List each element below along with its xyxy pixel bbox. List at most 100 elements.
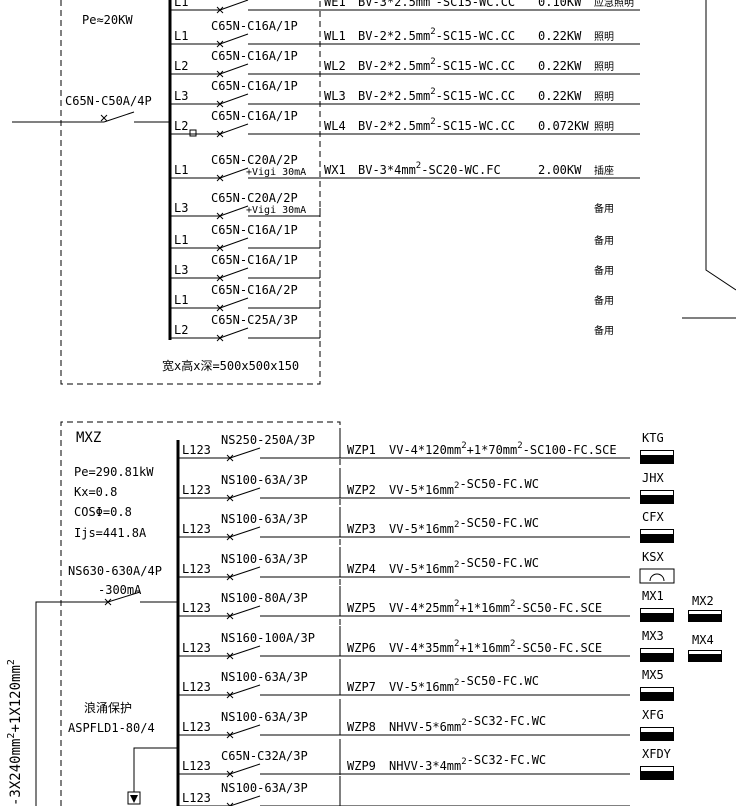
upper-panel-frame (60, 0, 321, 385)
destination-label: CFX (642, 510, 664, 524)
breaker-label: C65N-C32A/3P (221, 749, 308, 763)
breaker-contact (219, 297, 249, 309)
circuit-id: WZP8 (347, 720, 376, 734)
phase-label: L123 (182, 443, 211, 457)
cable-spec: VV-5*16mm2-SC50-FC.WC (389, 556, 539, 576)
phase-label: L123 (182, 720, 211, 734)
circuit-id: WZP2 (347, 483, 376, 497)
breaker-label: NS100-63A/3P (221, 552, 308, 566)
phase-label: L123 (182, 759, 211, 773)
breaker-label: C65N-C16A/1P (211, 49, 298, 63)
cable-spec: BV-2*2.5mm2-SC15-WC.CC (358, 27, 515, 43)
power-value: 0.10KW (538, 0, 582, 9)
vigi-label: +Vigi 30mA (246, 167, 306, 178)
cable-spec: BV-2*2.5mm2-SC15-WC.CC (358, 57, 515, 73)
breaker-label: NS100-63A/3P (221, 473, 308, 487)
cable-spec: BV-2*2.5mm2-SC15-WC.CC (358, 87, 515, 103)
breaker-contact (229, 795, 261, 806)
surge-protector-icon (127, 791, 141, 805)
breaker-contact (219, 167, 249, 179)
destination-label: KTG (642, 431, 664, 445)
extra-box-label: MX4 (692, 633, 714, 647)
breaker-contact (219, 327, 249, 339)
breaker-contact (219, 205, 249, 217)
breaker-contact (229, 724, 261, 736)
breaker-contact (219, 267, 249, 279)
breaker-contact (229, 645, 261, 657)
cable-spec: BV-3*4mm2-SC20-WC.FC (358, 161, 501, 177)
lower-panel-params: Pe=290.81kW Kx=0.8 COSΦ=0.8 Ijs=441.8A (74, 465, 154, 540)
breaker-contact (229, 447, 261, 459)
destination-label: XFDY (642, 747, 672, 761)
phase-label: L1 (174, 293, 188, 307)
circuit-id: WZP9 (347, 759, 376, 773)
phase-label: L1 (174, 163, 188, 177)
protection-label: 浪涌保护 (84, 700, 132, 715)
cable-spec: VV-5*16mm2-SC50-FC.WC (389, 674, 539, 694)
lower-main-breaker-rcd: -300mA (98, 583, 142, 597)
cable-spec: VV-4*25mm2+1*16mm2-SC50-FC.SCE (389, 599, 602, 615)
breaker-label: C65N-C16A/1P (211, 79, 298, 93)
breaker-label: NS100-63A/3P (221, 781, 308, 795)
phase-label: L1 (174, 29, 188, 43)
circuit-id: WZP5 (347, 601, 376, 615)
destination-label: MX1 (642, 589, 664, 603)
power-value: 0.22KW (538, 59, 582, 73)
phase-label: L2 (174, 323, 188, 337)
breaker-contact (229, 487, 261, 499)
breaker-contact (219, 93, 249, 105)
breaker-label: C65N-C16A/1P (211, 223, 298, 237)
breaker-label: C65N-C16A/2P (211, 283, 298, 297)
breaker-contact (219, 237, 249, 249)
param-kx: Kx=0.8 (74, 485, 117, 499)
usage-label: 备用 (594, 324, 614, 337)
power-value: 0.22KW (538, 29, 582, 43)
breaker-contact (219, 63, 249, 75)
cable-spec: VV-5*16mm2-SC50-FC.WC (389, 477, 539, 497)
breaker-label: C65N-C16A/1P (211, 109, 298, 123)
circuit-id: WX1 (324, 163, 346, 177)
destination-label: MX5 (642, 668, 664, 682)
terminal-icon (189, 129, 197, 137)
extra-box-label: MX2 (692, 594, 714, 608)
breaker-label: C65N-C16A/1P (211, 19, 298, 33)
destination-label: XFG (642, 708, 664, 722)
phase-label: L123 (182, 562, 211, 576)
usage-label: 照明 (594, 61, 614, 73)
upper-dimensions: 宽x高x深=500x500x150 (162, 358, 299, 373)
breaker-contact (219, 33, 249, 45)
power-value: 0.072KW (538, 119, 589, 133)
upper-panel: Pe≈20KW C65N-C50A/4P L1C65N-C16A/1PWE1BV… (12, 0, 640, 385)
vigi-label: +Vigi 30mA (246, 205, 306, 216)
usage-label: 备用 (594, 202, 614, 215)
phase-label: L123 (182, 641, 211, 655)
circuit-id: WZP6 (347, 641, 376, 655)
extra-box-mx4: MX4 (688, 633, 722, 662)
lower-incoming-line (35, 601, 108, 806)
upper-circuit-row: L1C65N-C16A/1PWE1BV-3*2.5mm2-SC15-WC.CC0… (170, 0, 640, 14)
cable-spec: BV-3*2.5mm2-SC15-WC.CC (358, 0, 515, 9)
upper-main-breaker-contact (103, 111, 135, 123)
destination-label: MX3 (642, 629, 664, 643)
breaker-contact (229, 605, 261, 617)
phase-label: L123 (182, 791, 211, 805)
cable-spec: BV-2*2.5mm2-SC15-WC.CC (358, 117, 515, 133)
cable-spec: VV-4*35mm2+1*16mm2-SC50-FC.SCE (389, 639, 602, 655)
breaker-label: NS100-63A/3P (221, 670, 308, 684)
circuit-id: WL4 (324, 119, 346, 133)
phase-label: L1 (174, 233, 188, 247)
cable-spec: NHVV-5*6mm2-SC32-FC.WC (389, 714, 546, 734)
lower-circuit-row: L123 NS100-63A/3P (178, 776, 630, 806)
